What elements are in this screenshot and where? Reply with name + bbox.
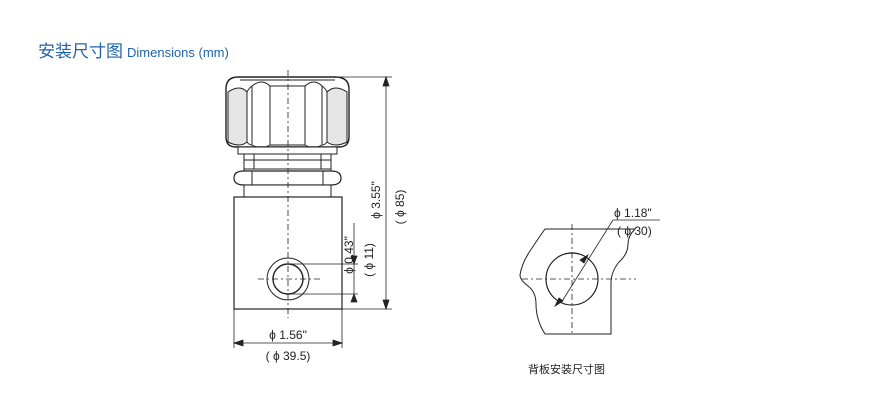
valve-port-label-mm: ( ϕ 11) xyxy=(362,243,376,277)
page-title-english: Dimensions (mm) xyxy=(127,45,229,60)
panel-cutout-drawing xyxy=(519,219,660,336)
valve-height-dimension xyxy=(336,75,392,311)
valve-width-label-mm: ( ϕ 39.5) xyxy=(266,349,311,363)
panel-hole-label-mm: ( ϕ 30) xyxy=(617,224,652,238)
valve-height-label-in: ϕ 3.55" xyxy=(369,181,383,219)
valve-height-label-mm: ( ϕ 85) xyxy=(393,190,407,225)
valve-centerlines xyxy=(258,70,320,318)
valve-drawing xyxy=(225,70,350,318)
panel-hole-dimension xyxy=(554,219,660,308)
panel-centerlines xyxy=(522,224,636,336)
panel-outline xyxy=(519,228,637,335)
panel-hole-label-in: ϕ 1.18" xyxy=(614,206,652,220)
valve-port-label-in: ϕ 0.43" xyxy=(342,236,356,274)
valve-width-dimension xyxy=(232,309,344,348)
page-title: 安装尺寸图 Dimensions (mm) xyxy=(38,37,229,62)
valve-port-dimension xyxy=(288,223,358,303)
valve-width-label-in: ϕ 1.56" xyxy=(269,328,307,342)
valve-panel-nut xyxy=(233,169,342,198)
panel-caption: 背板安装尺寸图 xyxy=(528,362,605,376)
valve-handle-knob xyxy=(225,76,350,148)
page-title-chinese: 安装尺寸图 xyxy=(38,42,123,62)
valve-neck xyxy=(237,146,338,170)
